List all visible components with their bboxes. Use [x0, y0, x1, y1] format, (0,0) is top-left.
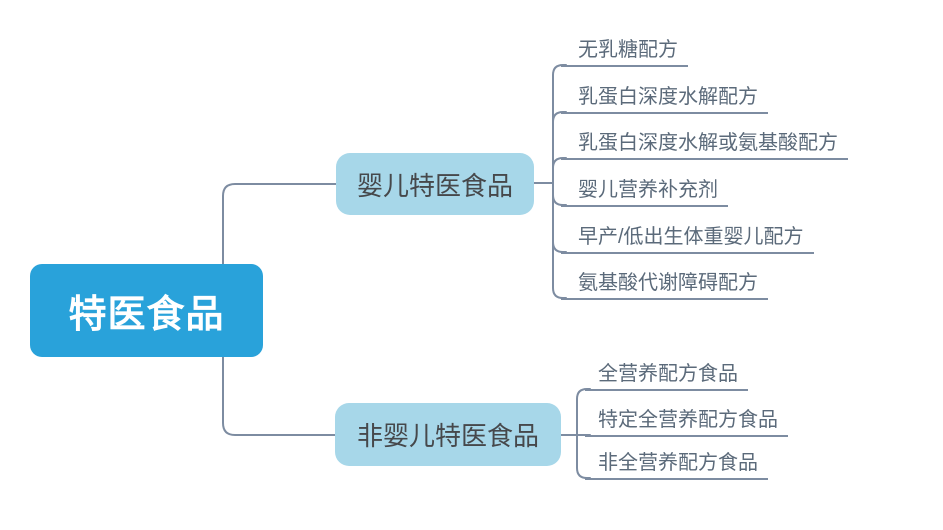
- leaf-topic-amino-acid-metabolism[interactable]: 氨基酸代谢障碍配方: [561, 271, 768, 300]
- branch-topic-non-infant-label: 非婴儿特医食品: [356, 421, 539, 451]
- connector-root-to-infant: [222, 183, 337, 266]
- leaf-topic-preterm-low-birthweight[interactable]: 早产/低出生体重婴儿配方: [561, 225, 814, 254]
- branch-topic-non-infant[interactable]: 非婴儿特医食品: [335, 403, 561, 466]
- leaf-topic-lactose-free[interactable]: 无乳糖配方: [561, 38, 688, 67]
- connector-infant-leaf-1: [533, 64, 567, 184]
- branch-topic-infant[interactable]: 婴儿特医食品: [336, 153, 534, 215]
- connector-root-to-non-infant: [222, 355, 336, 436]
- leaf-topic-non-full-nutrition[interactable]: 非全营养配方食品: [585, 451, 768, 480]
- root-topic[interactable]: 特医食品: [30, 264, 263, 357]
- branch-topic-infant-label: 婴儿特医食品: [356, 170, 513, 201]
- leaf-topic-full-nutrition[interactable]: 全营养配方食品: [585, 362, 748, 391]
- leaf-topic-hydrolyzed-protein[interactable]: 乳蛋白深度水解配方: [561, 85, 768, 114]
- leaf-topic-hydrolyzed-or-amino-acid[interactable]: 乳蛋白深度水解或氨基酸配方: [561, 131, 848, 160]
- leaf-topic-infant-supplement[interactable]: 婴儿营养补充剂: [561, 178, 728, 207]
- leaf-topic-specific-full-nutrition[interactable]: 特定全营养配方食品: [585, 408, 788, 437]
- root-topic-label: 特医食品: [68, 294, 225, 336]
